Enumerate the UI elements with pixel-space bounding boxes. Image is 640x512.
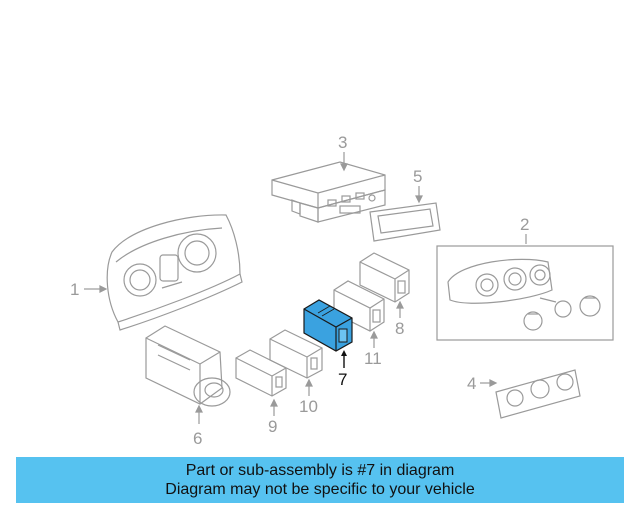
callout-7: 7: [338, 370, 348, 389]
callout-10: 10: [299, 397, 318, 416]
control-panel-assembly-part: [436, 245, 614, 341]
switch-part-8: [359, 252, 410, 303]
part-info-banner: Part or sub-assembly is #7 in diagram Di…: [16, 457, 624, 503]
instrument-cluster-part: [106, 214, 243, 331]
banner-part-line: Part or sub-assembly is #7 in diagram: [185, 462, 455, 479]
callout-2: 2: [520, 215, 530, 234]
callout-11: 11: [364, 349, 382, 368]
climate-head-unit-part: [271, 161, 386, 223]
light-switch-part: [145, 325, 231, 407]
banner-disclaimer-line: Diagram may not be specific to your vehi…: [165, 481, 475, 498]
callout-4: 4: [467, 374, 477, 393]
callout-1: 1: [70, 280, 80, 299]
callout-8: 8: [395, 319, 405, 338]
trim-plate-part: [369, 202, 441, 242]
callout-6: 6: [193, 429, 203, 448]
bezel-part: [495, 369, 581, 419]
callout-3: 3: [338, 133, 348, 152]
callout-5: 5: [413, 167, 423, 186]
switch-part-9: [235, 349, 287, 397]
callout-9: 9: [268, 417, 278, 436]
highlighted-switch-part-7: [303, 299, 353, 352]
switch-part-10: [269, 329, 323, 379]
